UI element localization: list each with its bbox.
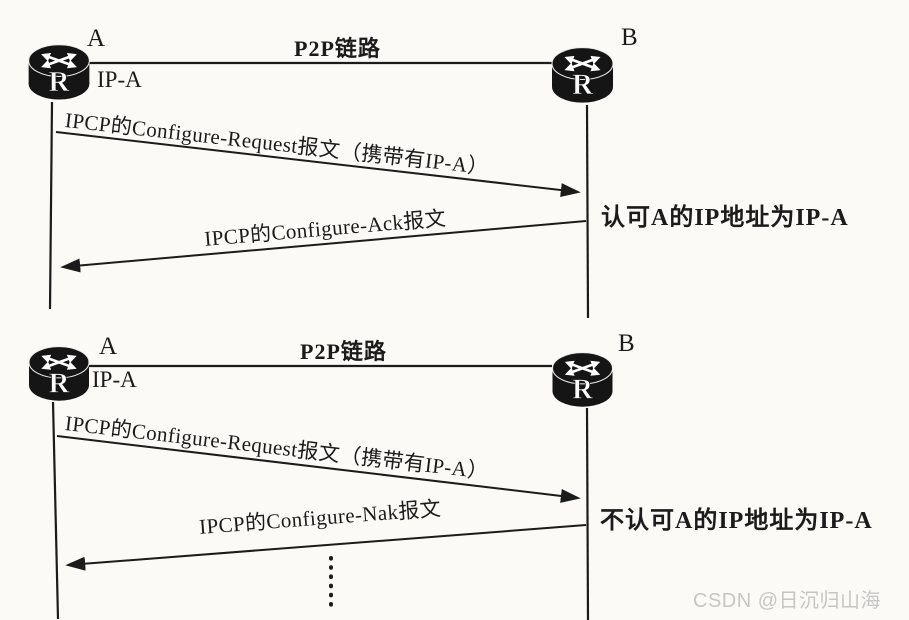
ack-annotation: 认可A的IP地址为IP-A [601,205,849,231]
request-arrow-1 [55,131,581,197]
p2p-link-label-2: P2P链路 [300,339,387,364]
p2p-link-label-1: P2P链路 [294,36,381,61]
router-a-icon-1 [26,42,92,103]
lifeline-a-1 [48,101,54,310]
nak-arrow [65,524,587,571]
request-arrow-2 [56,435,581,503]
router-a-icon-2 [26,344,92,404]
ack-arrow [60,220,587,273]
node-a-ip-label-2: IP-A [92,367,137,392]
node-a-ip-label-1: IP-A [97,67,142,92]
router-b-icon-1 [547,45,618,106]
csdn-watermark: CSDN @日沉归山海 [693,590,882,612]
node-a-label-2: A [99,333,118,360]
node-b-label-1: B [621,24,638,51]
router-b-icon-2 [547,350,618,410]
lifeline-a-2 [51,401,60,620]
node-b-label-2: B [618,330,635,357]
lifeline-b-2 [585,407,590,620]
node-a-label-1: A [87,25,106,52]
lifeline-b-1 [585,104,590,319]
nak-annotation: 不认可A的IP地址为IP-A [600,508,873,534]
